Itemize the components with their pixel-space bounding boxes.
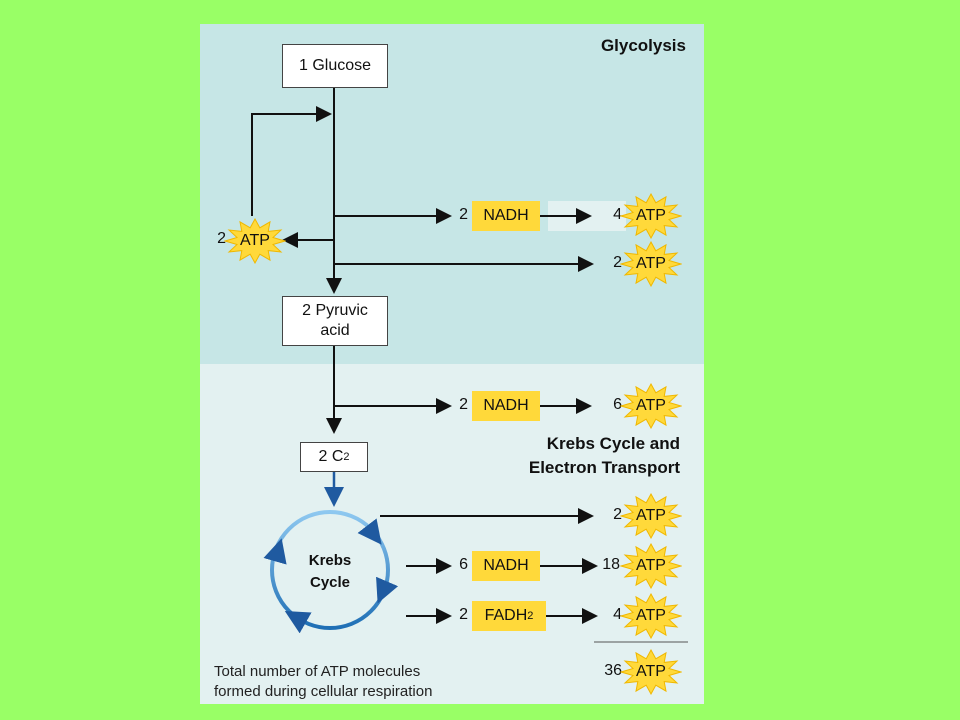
pyruvate-nadh-label: NADH <box>472 391 540 421</box>
krebs-direct-atp-burst: ATP <box>620 493 682 539</box>
pyruvic-line1: 2 Pyruvic <box>302 302 368 319</box>
starburst-icon <box>224 218 286 264</box>
glycolysis-direct-atp-burst: ATP <box>620 241 682 287</box>
atp-label: ATP <box>636 663 666 680</box>
pyruvate-nadh-atp-count: 6 <box>613 396 622 413</box>
pyruvate-nadh-atp-burst: ATP <box>620 383 682 429</box>
krebs-fadh-atp-burst: ATP <box>620 593 682 639</box>
starburst-icon <box>620 193 682 239</box>
krebs-fadh-count: 2 <box>459 606 468 623</box>
total-caption-line1: Total number of ATP molecules <box>214 663 421 680</box>
invested-atp-label: ATP <box>240 232 270 249</box>
total-caption-line2: formed during cellular respiration <box>214 683 433 700</box>
cellular-respiration-diagram: Glycolysis Krebs Cycle and Electron Tran… <box>200 24 704 704</box>
starburst-icon <box>620 383 682 429</box>
c2-main: 2 C <box>318 448 344 465</box>
starburst-icon <box>620 493 682 539</box>
atp-label: ATP <box>636 255 666 272</box>
krebs-nadh-label: NADH <box>472 551 540 581</box>
krebs-nadh-count: 6 <box>459 556 468 573</box>
krebs-title-line2: Electron Transport <box>528 458 680 477</box>
starburst-icon <box>620 543 682 589</box>
krebs-direct-atp-count: 2 <box>613 506 622 523</box>
starburst-icon <box>620 649 682 695</box>
atp-label: ATP <box>636 397 666 414</box>
krebs-cycle-label: Krebs Cycle <box>282 550 378 594</box>
atp-label: ATP <box>636 507 666 524</box>
krebs-title: Krebs Cycle and Electron Transport <box>440 432 680 480</box>
glycolysis-nadh-label: NADH <box>472 201 540 231</box>
krebs-nadh-atp-count: 18 <box>602 556 620 573</box>
glycolysis-direct-atp-count: 2 <box>613 254 622 271</box>
krebs-nadh-atp-burst: ATP <box>620 543 682 589</box>
atp-label: ATP <box>636 207 666 224</box>
starburst-icon <box>620 593 682 639</box>
krebs-cycle-line2: Cycle <box>309 574 351 591</box>
invested-atp-burst: ATP <box>224 218 286 264</box>
glucose-box: 1 Glucose <box>282 44 388 88</box>
krebs-fadh-atp-count: 4 <box>613 606 622 623</box>
total-caption: Total number of ATP molecules formed dur… <box>214 662 534 702</box>
flow-arrows <box>251 87 688 643</box>
starburst-icon <box>620 241 682 287</box>
krebs-title-line1: Krebs Cycle and <box>546 434 680 453</box>
glycolysis-nadh-atp-burst: ATP <box>620 193 682 239</box>
atp-label: ATP <box>636 607 666 624</box>
total-atp-count: 36 <box>604 662 622 679</box>
krebs-cycle-line1: Krebs <box>308 552 352 569</box>
glycolysis-nadh-atp-count: 4 <box>613 206 622 223</box>
total-atp-burst: ATP <box>620 649 682 695</box>
atp-label: ATP <box>636 557 666 574</box>
invested-atp-count: 2 <box>217 230 226 247</box>
pyruvic-acid-box: 2 Pyruvic acid <box>282 296 388 346</box>
glycolysis-nadh-count: 2 <box>459 206 468 223</box>
pyruvic-line2: acid <box>320 322 350 339</box>
glycolysis-title: Glycolysis <box>600 36 686 55</box>
fadh-main: FADH <box>484 607 528 624</box>
pyruvate-nadh-count: 2 <box>459 396 468 413</box>
